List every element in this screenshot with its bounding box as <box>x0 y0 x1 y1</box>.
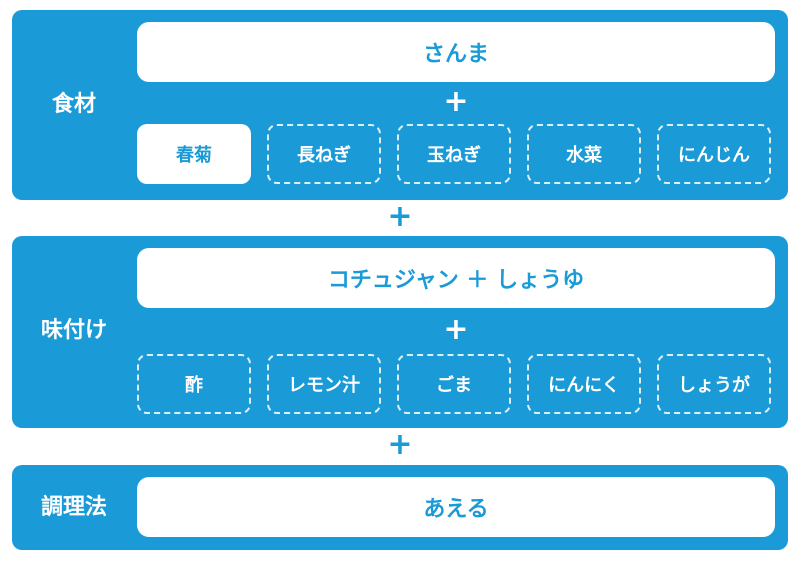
seasoning-panel: 味付け コチュジャン ＋ しょうゆ + 酢 レモン汁 ごま にんにく しょうが <box>12 236 788 428</box>
seasoning-option[interactable]: レモン汁 <box>267 354 381 414</box>
seasoning-label: 味付け <box>40 318 107 343</box>
ingredient-option[interactable]: にんじん <box>657 124 771 184</box>
ingredient-option[interactable]: 長ねぎ <box>267 124 381 184</box>
plus-icon: + <box>443 312 469 347</box>
seasoning-option[interactable]: しょうが <box>657 354 771 414</box>
plus-icon: + <box>443 84 469 119</box>
main-seasoning: コチュジャン ＋ しょうゆ <box>137 248 775 308</box>
plus-icon: + <box>387 199 413 234</box>
ingredient-option[interactable]: 玉ねぎ <box>397 124 511 184</box>
ingredients-panel: 食材 さんま + 春菊 長ねぎ 玉ねぎ 水菜 にんじん <box>12 10 788 200</box>
ingredient-option-selected[interactable]: 春菊 <box>137 124 251 184</box>
seasoning-option[interactable]: にんにく <box>527 354 641 414</box>
plus-icon: + <box>387 427 413 462</box>
method-panel: 調理法 あえる <box>12 465 788 550</box>
seasoning-option[interactable]: ごま <box>397 354 511 414</box>
ingredient-option[interactable]: 水菜 <box>527 124 641 184</box>
main-method: あえる <box>137 477 775 537</box>
ingredients-label: 食材 <box>51 92 96 117</box>
method-label: 調理法 <box>40 495 107 520</box>
seasoning-option[interactable]: 酢 <box>137 354 251 414</box>
main-ingredient: さんま <box>137 22 775 82</box>
